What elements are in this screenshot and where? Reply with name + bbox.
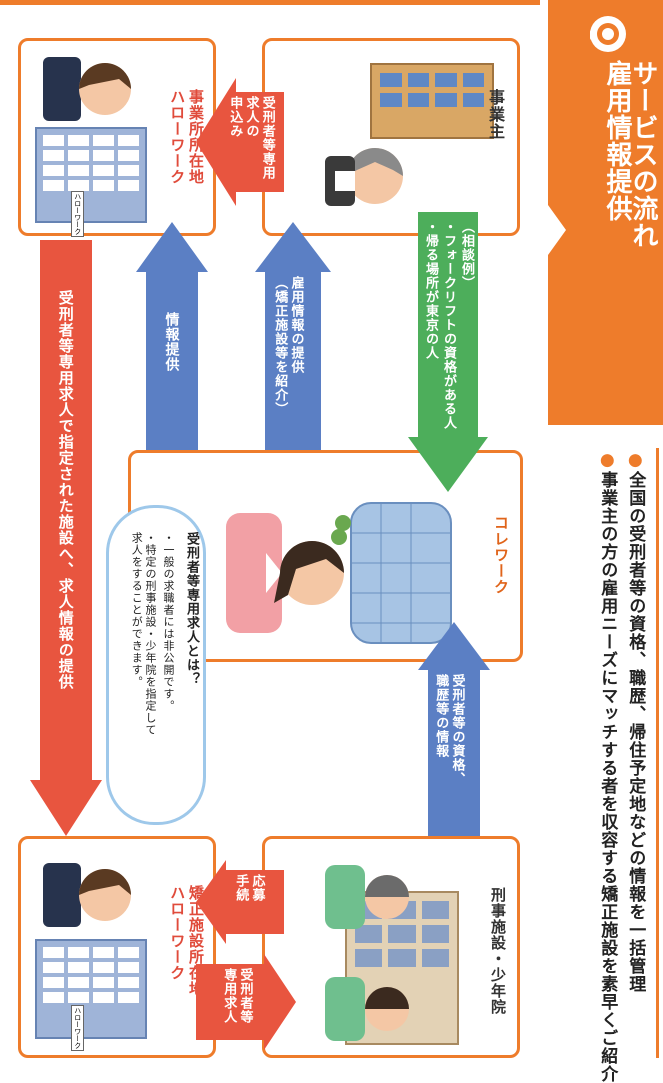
summary-line2: ●事業主の方の雇用ニーズにマッチする者を収容する矯正施設を素早くご紹介 <box>597 450 618 1083</box>
employer-person-icon <box>325 136 415 226</box>
consult-arrow: （相談例） ・フォークリフトの資格がある人 ・帰る場所が東京の人 <box>408 212 488 492</box>
designated-arrow: 受刑者等専用求人で指定された施設へ、求人情報の提供 <box>30 240 102 836</box>
hw-facility-box: ハローワーク 矯正施設所在地 ハローワーク <box>18 836 216 1058</box>
corrework-person-icon <box>226 493 356 653</box>
callout-item1: ・一般の求職者には非公開です。 <box>162 532 175 712</box>
title-line2: サービスの流れ <box>628 60 658 249</box>
designated-label: 受刑者等専用求人で指定された施設へ、求人情報の提供 <box>56 290 75 690</box>
special-job-label: 受刑者等 専用求人 <box>221 968 253 1024</box>
inmate-person-icon-1 <box>325 857 415 937</box>
corrework-box: コレワーク <box>128 450 523 662</box>
inmate-person-icon-2 <box>325 969 415 1049</box>
office-building-icon <box>35 127 147 223</box>
employment-info-label: 雇用情報の提供 （矯正施設等を紹介） <box>272 276 304 416</box>
employment-info-arrow: 雇用情報の提供 （矯正施設等を紹介） <box>255 222 331 450</box>
hw-business-person-icon <box>43 51 143 131</box>
summary-divider <box>656 448 659 1058</box>
title-line1: 雇用情報提供 <box>602 60 632 222</box>
employer-label: 事業主 <box>486 89 505 140</box>
employer-box: 事業主 <box>262 38 520 236</box>
consult-item2: ・帰る場所が東京の人 <box>423 220 438 360</box>
callout-bubble: 受刑者等専用求人とは？ ・一般の求職者には非公開です。 ・特定の刑事施設・少年院… <box>106 505 206 825</box>
hw-business-box: ハローワーク 事業所所在地 ハローワーク <box>18 38 216 237</box>
prison-box: 刑事施設・少年院 <box>262 836 520 1058</box>
info-provide-arrow: 情報提供 <box>136 222 208 450</box>
office-building-icon-2 <box>35 939 147 1039</box>
hw-facility-sign: ハローワーク <box>71 1005 84 1051</box>
consult-item1: ・フォークリフトの資格がある人 <box>441 220 456 430</box>
apply-label: 受刑者等専用 求人の 申込み <box>227 96 275 180</box>
hw-business-sign: ハローワーク <box>71 191 84 237</box>
prison-label: 刑事施設・少年院 <box>489 887 507 1015</box>
application-arrow: 応募 手続 <box>196 860 284 944</box>
corrework-label: コレワーク <box>492 515 510 595</box>
callout-item2: ・特定の刑事施設・少年院を指定して 求人をすることができます。 <box>130 532 157 736</box>
building-icon <box>370 63 494 139</box>
special-job-arrow: 受刑者等 専用求人 <box>196 954 296 1050</box>
summary-line1: ●全国の受刑者等の資格、職歴、帰住予定地などの情報を一括管理 <box>625 450 646 993</box>
hw-business-label: 事業所所在地 ハローワーク <box>168 89 205 185</box>
inmate-info-arrow: 受刑者等の資格、 職歴等の情報 <box>418 622 490 836</box>
consult-heading: （相談例） <box>459 220 474 290</box>
callout-heading: 受刑者等専用求人とは？ <box>184 532 199 686</box>
title-banner: 雇用情報提供 サービスの流れ <box>548 0 663 425</box>
hw-facility-person-icon <box>43 857 143 937</box>
application-label: 応募 手続 <box>233 874 265 902</box>
top-border <box>0 0 540 5</box>
inmate-info-label: 受刑者等の資格、 職歴等の情報 <box>433 674 465 786</box>
headset-icon <box>588 14 628 54</box>
apply-arrow: 受刑者等専用 求人の 申込み <box>196 78 284 206</box>
info-provide-label: 情報提供 <box>163 312 180 372</box>
corrework-tower-icon <box>331 493 461 653</box>
